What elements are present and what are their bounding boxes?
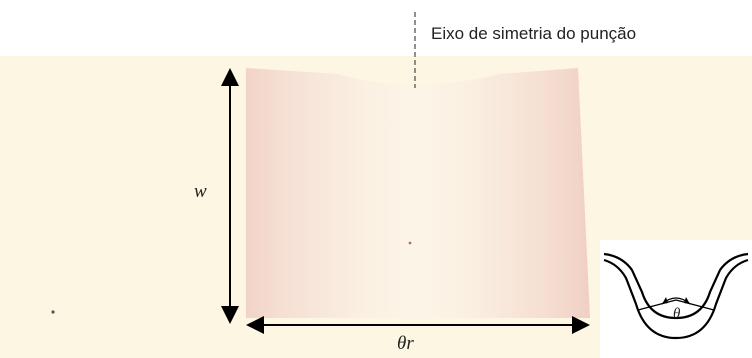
- specimen-mark: [408, 241, 412, 245]
- angle-ray-right: [675, 299, 715, 311]
- bend-profile-inner: [603, 258, 749, 340]
- bend-profile: [603, 252, 749, 320]
- symmetry-axis-label: Eixo de simetria do punção: [431, 24, 637, 43]
- angle-arc-arrow-left: [662, 297, 668, 304]
- width-dimension-arrow: [221, 68, 239, 324]
- angle-ray-left: [637, 299, 677, 311]
- arc-length-label: θr: [397, 333, 414, 354]
- specimen-sheet: [246, 68, 590, 318]
- width-label: w: [194, 181, 207, 202]
- specimen-photo: [0, 56, 752, 358]
- angle-label: θ: [673, 306, 681, 322]
- dust-speck: [51, 310, 55, 314]
- angle-arc-arrow-right: [684, 297, 690, 304]
- cross-section-inset: [600, 240, 752, 358]
- arc-length-dimension-arrow: [246, 316, 590, 334]
